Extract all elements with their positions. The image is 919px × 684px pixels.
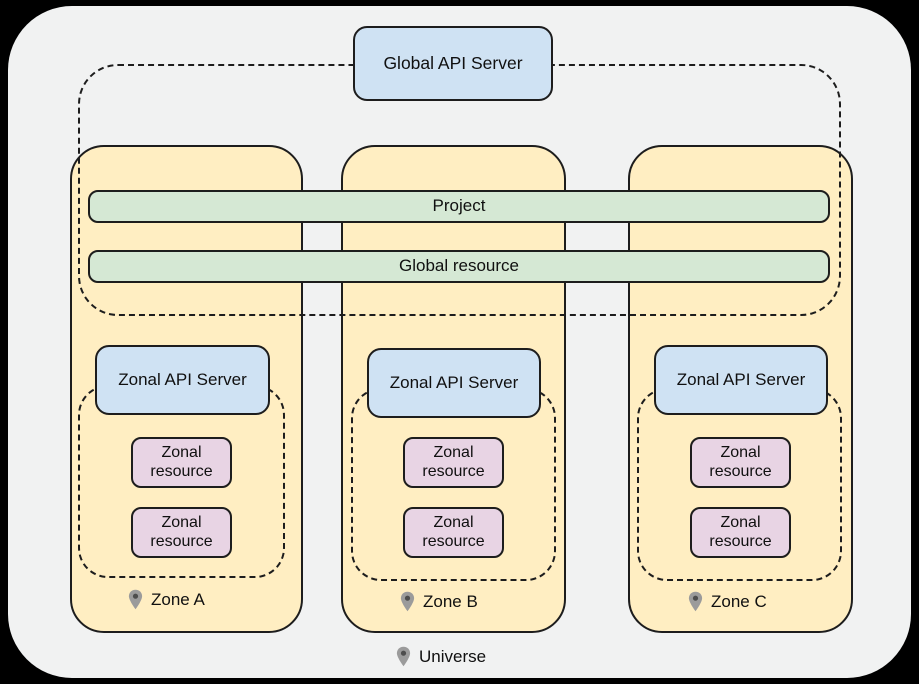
zonal-api-server-zone-c[interactable]: Zonal API Server <box>654 345 828 415</box>
zonal-resource-line2: resource <box>150 462 213 480</box>
zonal-resource-line1: Zonal <box>720 513 761 531</box>
universe-label: Universe <box>396 646 486 667</box>
project-bar[interactable]: Project <box>88 190 830 223</box>
zone-label-zone-b: Zone B <box>400 591 478 612</box>
zonal-api-server-label: Zonal API Server <box>118 369 247 389</box>
project-label: Project <box>432 196 486 216</box>
zonal-resource-line2: resource <box>422 532 485 550</box>
zonal-resource-line1: Zonal <box>433 513 474 531</box>
zonal-resource-line2: resource <box>709 462 772 480</box>
zonal-resource-zone-c-2[interactable]: Zonal resource <box>690 507 791 558</box>
global-api-server[interactable]: Global API Server <box>353 26 553 101</box>
map-pin-icon <box>400 591 415 612</box>
zonal-api-server-zone-b[interactable]: Zonal API Server <box>367 348 541 418</box>
zonal-resource-zone-c-1[interactable]: Zonal resource <box>690 437 791 488</box>
zone-label-text: Zone A <box>151 589 205 609</box>
zonal-api-server-zone-a[interactable]: Zonal API Server <box>95 345 270 415</box>
zonal-resource-line2: resource <box>150 532 213 550</box>
zonal-resource-zone-b-2[interactable]: Zonal resource <box>403 507 504 558</box>
map-pin-icon <box>396 646 411 667</box>
global-api-server-label: Global API Server <box>383 53 523 74</box>
zonal-resource-line1: Zonal <box>433 443 474 461</box>
universe-label-text: Universe <box>419 646 487 666</box>
zonal-resource-line1: Zonal <box>161 513 202 531</box>
zone-label-zone-c: Zone C <box>688 591 767 612</box>
zonal-resource-zone-a-1[interactable]: Zonal resource <box>131 437 232 488</box>
zonal-api-server-label: Zonal API Server <box>389 372 519 392</box>
zone-label-text: Zone C <box>711 591 767 611</box>
map-pin-icon <box>128 589 143 610</box>
global-resource-bar[interactable]: Global resource <box>88 250 830 283</box>
zonal-api-server-label: Zonal API Server <box>676 369 806 389</box>
zonal-resource-line1: Zonal <box>720 443 761 461</box>
zonal-resource-zone-b-1[interactable]: Zonal resource <box>403 437 504 488</box>
zonal-resource-zone-a-2[interactable]: Zonal resource <box>131 507 232 558</box>
map-pin-icon <box>688 591 703 612</box>
zonal-resource-line1: Zonal <box>161 443 202 461</box>
zonal-resource-line2: resource <box>422 462 485 480</box>
zone-label-zone-a: Zone A <box>128 589 205 610</box>
zone-label-text: Zone B <box>423 591 478 611</box>
zonal-resource-line2: resource <box>709 532 772 550</box>
global-resource-label: Global resource <box>398 256 519 276</box>
